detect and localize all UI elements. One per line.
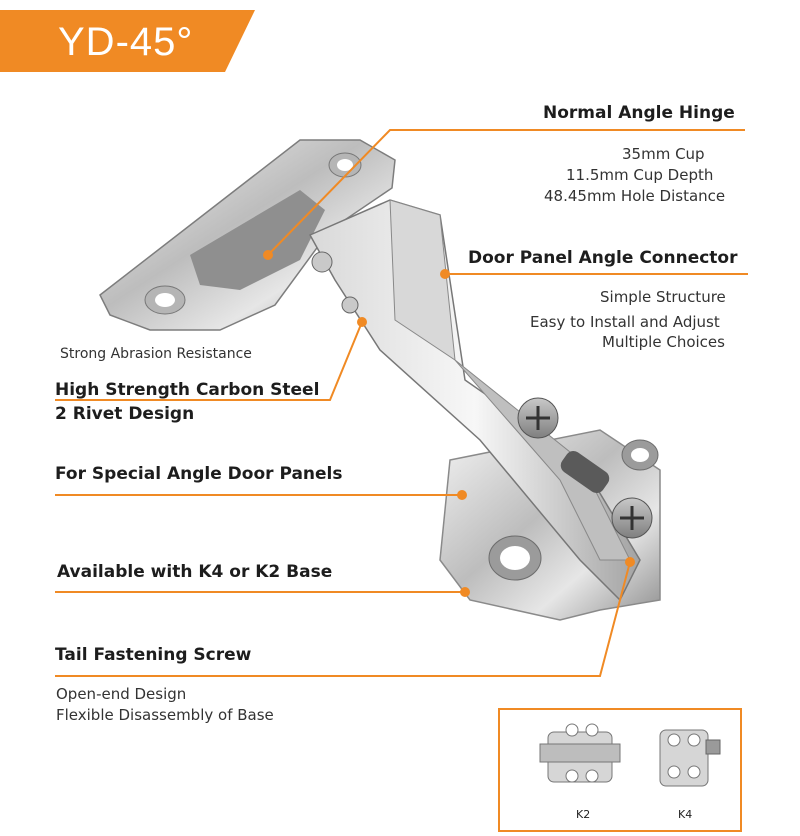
k4-base-icon <box>659 729 721 787</box>
door-panel-connector-heading: Door Panel Angle Connector <box>468 248 738 268</box>
title-banner: YD-45° <box>0 10 255 72</box>
open-end-text: Open-end Design <box>56 685 187 703</box>
k2-label: K2 <box>576 808 591 821</box>
install-adjust-text: Easy to Install and Adjust <box>530 313 720 331</box>
k2-base-icon <box>539 723 621 783</box>
cup-size-text: 35mm Cup <box>622 145 705 163</box>
base-options-box: K2 K4 <box>498 708 742 832</box>
base-images <box>539 723 721 787</box>
base-options-heading: Available with K4 or K2 Base <box>57 562 333 582</box>
rivet-icon <box>311 251 359 314</box>
hinge-arm <box>308 199 641 602</box>
tail-screw-heading: Tail Fastening Screw <box>55 645 252 665</box>
k4-label: K4 <box>678 808 693 821</box>
hole-distance-text: 48.45mm Hole Distance <box>544 187 726 205</box>
adjustment-screw-icon <box>517 397 559 439</box>
special-angle-heading: For Special Angle Door Panels <box>55 464 343 484</box>
carbon-steel-heading: High Strength Carbon Steel <box>55 380 320 400</box>
disassembly-text: Flexible Disassembly of Base <box>56 706 274 724</box>
cup-depth-text: 11.5mm Cup Depth <box>566 166 714 184</box>
rivet-design-heading: 2 Rivet Design <box>55 404 195 424</box>
callout-lines <box>55 129 748 677</box>
banner-shape <box>0 10 255 72</box>
abrasion-resistance-text: Strong Abrasion Resistance <box>60 346 252 362</box>
tail-screw-icon <box>611 497 653 539</box>
product-title: YD-45° <box>58 20 194 64</box>
normal-angle-hinge-heading: Normal Angle Hinge <box>543 103 735 123</box>
simple-structure-text: Simple Structure <box>600 288 726 306</box>
callout-dots <box>263 250 635 597</box>
multiple-choices-text: Multiple Choices <box>602 333 725 351</box>
